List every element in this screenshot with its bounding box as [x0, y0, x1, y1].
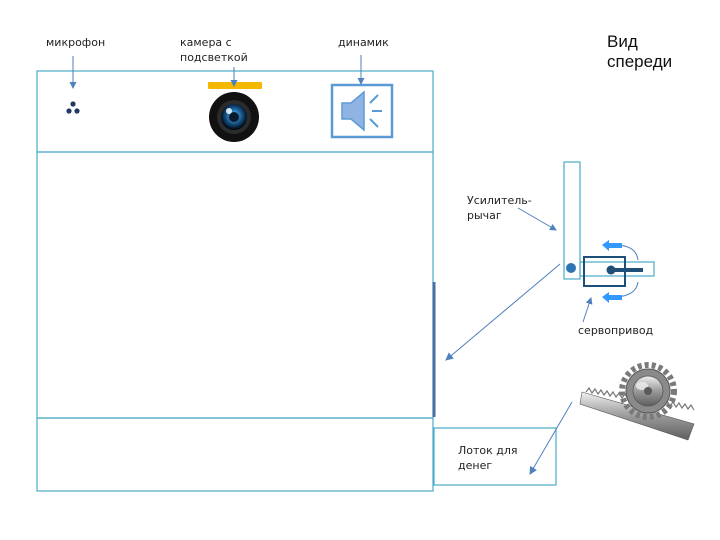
servo-icon [583, 256, 643, 287]
rotation-arrow-bottom [614, 281, 639, 298]
gear-rack-icon [579, 362, 695, 441]
microphone-icon [66, 101, 80, 114]
amplifier-lever-label: Усилитель-рычаг [467, 194, 532, 222]
camera-label: камера с подсветкой [180, 36, 248, 64]
money-tray [433, 427, 557, 486]
servo-label: сервопривод [578, 324, 654, 337]
lever-to-slot-arrow [445, 263, 561, 361]
speaker-icon [330, 83, 394, 139]
view-title: Вид спереди [607, 32, 673, 71]
lever-pivot [566, 263, 576, 273]
terminal-screen-panel [36, 151, 434, 419]
lever-vertical-bar [563, 161, 581, 280]
amplifier-pointer-arrow [517, 207, 557, 231]
gear-to-tray-arrow [529, 401, 573, 475]
servo-pointer-arrow [582, 297, 593, 323]
rotation-arrowhead-top [602, 240, 622, 251]
terminal-bottom-panel [36, 417, 434, 492]
money-tray-label: Лоток для денег [458, 444, 518, 472]
speaker-label: динамик [338, 36, 389, 49]
lever-horizontal-bar [579, 261, 655, 277]
microphone-label: микрофон [46, 36, 106, 49]
camera-icon [208, 82, 262, 142]
rotation-arrowhead-bottom [602, 292, 622, 303]
